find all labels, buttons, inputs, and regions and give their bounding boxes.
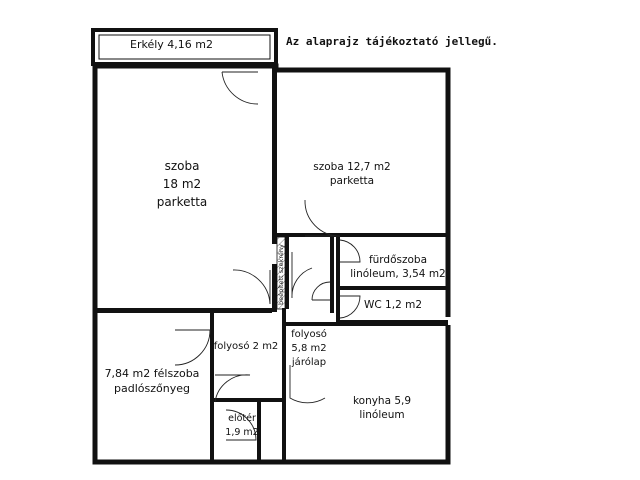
room-felszoba: 7,84 m2 félszoba padlószőnyeg (105, 367, 200, 395)
room-floor: járólap (291, 356, 326, 368)
interior-walls (95, 68, 448, 462)
disclaimer-note: Az alaprajz tájékoztató jellegű. (286, 35, 498, 48)
room-name: szoba (165, 159, 200, 173)
room-name-area: konyha 5,9 (353, 395, 411, 407)
room-floor-area: linóleum, 3,54 m2 (350, 268, 445, 280)
room-area: 5,8 m2 (291, 343, 326, 354)
room-area: 18 m2 (163, 177, 201, 191)
room-name: fürdőszoba (369, 254, 427, 266)
room-floor: parketta (330, 175, 374, 187)
room-floor: padlószőnyeg (114, 382, 190, 395)
room-szoba-18: szoba 18 m2 parketta (157, 159, 208, 209)
doors (174, 71, 361, 441)
room-konyha: konyha 5,9 linóleum (353, 395, 411, 421)
room-name: folyosó (291, 328, 327, 340)
room-folyoso-2: folyosó 2 m2 (214, 340, 279, 352)
room-furdoszoba: fürdőszoba linóleum, 3,54 m2 (350, 254, 445, 280)
room-eloter: előtér 1,9 m2 (225, 413, 258, 438)
room-folyoso-5-8: folyosó 5,8 m2 járólap (291, 328, 327, 368)
room-floor: linóleum (359, 409, 404, 421)
room-area-name: 7,84 m2 félszoba (105, 367, 200, 380)
room-wc: WC 1,2 m2 (364, 299, 422, 311)
room-area: 1,9 m2 (225, 427, 258, 438)
room-name-area: szoba 12,7 m2 (313, 161, 390, 173)
room-name: előtér (228, 413, 256, 424)
room-szoba-12-7: szoba 12,7 m2 parketta (313, 161, 390, 187)
balcony: Erkély 4,16 m2 (91, 28, 278, 66)
room-floor: parketta (157, 195, 208, 209)
built-in-wardrobe: beépített szekrény (276, 236, 286, 310)
balcony-label: Erkély 4,16 m2 (130, 38, 213, 51)
wardrobe-label: beépített szekrény (277, 244, 285, 305)
